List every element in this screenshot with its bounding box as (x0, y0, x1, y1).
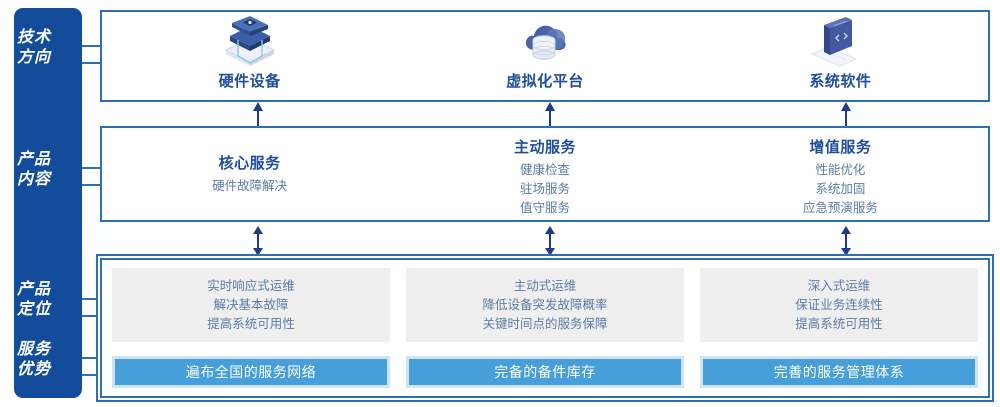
connector-tech-lower (82, 62, 101, 64)
arrow-up-system-software (841, 102, 851, 126)
positioning-advantage-row: 实时响应式运维 解决基本故障 提高系统可用性 遍布全国的服务网络 主动式运维 降… (96, 254, 994, 402)
tech-label-virtualization: 虚拟化平台 (506, 73, 584, 90)
bottom-column-3: 深入式运维 保证业务连续性 提高系统可用性 完善的服务管理体系 (700, 268, 978, 388)
sidebar-panel (14, 8, 82, 398)
positioning-line: 实时响应式运维 (207, 278, 295, 293)
tech-column-virtualization[interactable]: 虚拟化平台 (397, 12, 692, 100)
connector-advantage-upper (82, 357, 101, 359)
content-item: 性能优化 (815, 163, 866, 177)
content-item: 驻场服务 (519, 182, 570, 196)
content-column-core-service[interactable]: 核心服务 硬件故障解决 (102, 128, 397, 220)
content-column-proactive-service[interactable]: 主动服务 健康检查 驻场服务 值守服务 (397, 128, 692, 220)
sidebar-label-tech-direction-line2: 方向 (16, 49, 51, 66)
connector-advantage-lower (82, 374, 101, 376)
advantage-card-3[interactable]: 完善的服务管理体系 (700, 356, 978, 388)
content-item: 应急预演服务 (802, 201, 878, 215)
tech-label-hardware: 硬件设备 (218, 73, 281, 90)
sidebar-label-tech-direction: 技术 方向 (0, 28, 68, 68)
sidebar-label-product-content: 产品 内容 (0, 150, 68, 190)
bottom-column-2: 主动式运维 降低设备突发故障概率 关键时间点的服务保障 完备的备件库存 (406, 268, 684, 388)
positioning-card-3[interactable]: 深入式运维 保证业务连续性 提高系统可用性 (700, 268, 978, 342)
sidebar-label-product-content-line2: 内容 (16, 171, 51, 188)
bottom-column-1: 实时响应式运维 解决基本故障 提高系统可用性 遍布全国的服务网络 (112, 268, 390, 388)
sidebar-label-service-advantage-line1: 服务 (16, 341, 51, 358)
positioning-card-1[interactable]: 实时响应式运维 解决基本故障 提高系统可用性 (112, 268, 390, 342)
sidebar-label-service-advantage-line2: 优势 (16, 361, 51, 378)
product-content-row: 核心服务 硬件故障解决 主动服务 健康检查 驻场服务 值守服务 增值服务 性能优… (100, 126, 990, 222)
arrow-bidirectional-column3 (841, 226, 851, 256)
software-code-book-icon (811, 17, 858, 67)
tech-label-system-software: 系统软件 (809, 73, 872, 90)
advantage-card-2[interactable]: 完备的备件库存 (406, 356, 684, 388)
connector-content-lower (82, 184, 101, 186)
positioning-line: 降低设备突发故障概率 (482, 297, 608, 312)
content-item: 硬件故障解决 (212, 179, 288, 193)
advantage-card-1[interactable]: 遍布全国的服务网络 (112, 356, 390, 388)
database-cylinder (532, 35, 556, 60)
tech-column-system-software[interactable]: 系统软件 (693, 12, 988, 100)
connector-positioning-lower (82, 315, 101, 317)
positioning-line: 提高系统可用性 (207, 316, 295, 331)
content-title-value-added-service: 增值服务 (809, 139, 872, 156)
positioning-line: 提高系统可用性 (795, 316, 883, 331)
positioning-line: 解决基本故障 (213, 297, 289, 312)
content-title-proactive-service: 主动服务 (513, 139, 576, 156)
arrow-bidirectional-column1 (253, 226, 263, 256)
positioning-line: 保证业务连续性 (795, 297, 883, 312)
content-item: 系统加固 (815, 182, 866, 196)
tech-column-hardware[interactable]: 硬件设备 (102, 12, 397, 100)
sidebar-label-product-content-line1: 产品 (16, 151, 51, 168)
sidebar-label-product-positioning-line2: 定位 (16, 301, 51, 318)
sidebar-label-product-positioning: 产品 定位 (0, 280, 68, 320)
arrow-up-virtualization (545, 102, 555, 126)
sidebar-label-product-positioning-line1: 产品 (16, 281, 51, 298)
arrow-up-hardware (253, 102, 263, 126)
content-title-core-service: 核心服务 (218, 155, 281, 172)
sidebar-label-service-advantage: 服务 优势 (0, 340, 68, 380)
connector-content-upper (82, 167, 101, 169)
positioning-card-2[interactable]: 主动式运维 降低设备突发故障概率 关键时间点的服务保障 (406, 268, 684, 342)
arrow-bidirectional-column2 (545, 226, 555, 256)
tech-direction-row: 硬件设备 虚拟化平台 (100, 10, 990, 102)
cloud-database-icon (525, 25, 566, 60)
connector-tech-upper (82, 45, 101, 47)
positioning-line: 关键时间点的服务保障 (482, 316, 608, 331)
positioning-line: 深入式运维 (807, 278, 871, 293)
content-column-value-added-service[interactable]: 增值服务 性能优化 系统加固 应急预演服务 (693, 128, 988, 220)
content-item: 值守服务 (519, 201, 570, 215)
sidebar-label-tech-direction-line1: 技术 (16, 29, 51, 46)
connector-positioning-upper (82, 298, 101, 300)
positioning-line: 主动式运维 (513, 278, 577, 293)
content-item: 健康检查 (519, 163, 570, 177)
server-stack-icon (224, 16, 275, 66)
